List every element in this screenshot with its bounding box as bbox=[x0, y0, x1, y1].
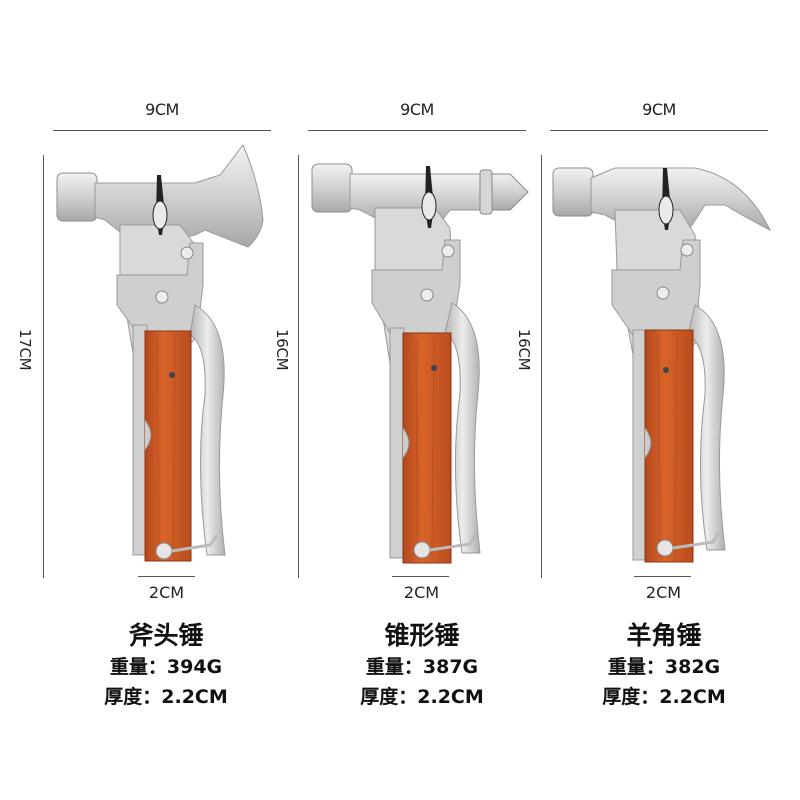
thickness-label: 厚度： bbox=[360, 686, 418, 708]
handle-width-label: 2CM bbox=[403, 583, 440, 602]
height-dimension-label: 16CM bbox=[273, 329, 291, 371]
thickness-spec: 厚度：2.2CM bbox=[558, 682, 770, 712]
width-dimension-line bbox=[308, 130, 526, 131]
width-dimension-line bbox=[550, 130, 768, 131]
weight-spec: 重量：382G bbox=[558, 652, 770, 682]
handle-width-label: 2CM bbox=[148, 583, 185, 602]
height-dimension-line bbox=[43, 155, 44, 578]
width-dimension-label: 9CM bbox=[400, 100, 434, 119]
thickness-label: 厚度： bbox=[104, 686, 162, 708]
handle-width-dimension-line bbox=[138, 576, 195, 577]
width-dimension-label: 9CM bbox=[145, 100, 179, 119]
product-name: 锥形锤 bbox=[384, 621, 460, 650]
weight-value: 382G bbox=[664, 656, 721, 678]
product-caption: 锥形锤 重量：387G 厚度：2.2CM bbox=[316, 620, 528, 712]
handle-width-label: 2CM bbox=[645, 583, 682, 602]
height-dimension-label: 16CM bbox=[515, 329, 533, 371]
thickness-spec: 厚度：2.2CM bbox=[316, 682, 528, 712]
product-caption: 斧头锤 重量：394G 厚度：2.2CM bbox=[60, 620, 272, 712]
weight-value: 394G bbox=[166, 656, 223, 678]
product-name: 羊角锤 bbox=[626, 621, 702, 650]
weight-spec: 重量：394G bbox=[60, 652, 272, 682]
thickness-spec: 厚度：2.2CM bbox=[60, 682, 272, 712]
weight-label: 重量： bbox=[365, 656, 423, 678]
weight-label: 重量： bbox=[109, 656, 167, 678]
thickness-value: 2.2CM bbox=[659, 686, 726, 708]
thickness-value: 2.2CM bbox=[417, 686, 484, 708]
handle-width-dimension-line bbox=[392, 576, 449, 577]
height-dimension-line bbox=[541, 155, 542, 578]
product-name: 斧头锤 bbox=[128, 621, 204, 650]
weight-spec: 重量：387G bbox=[316, 652, 528, 682]
height-dimension-line bbox=[298, 155, 299, 578]
height-dimension-label: 17CM bbox=[16, 329, 34, 371]
thickness-label: 厚度： bbox=[602, 686, 660, 708]
cone-hammer-image bbox=[311, 163, 529, 564]
axe-hammer-image bbox=[56, 144, 264, 562]
weight-label: 重量： bbox=[607, 656, 665, 678]
weight-value: 387G bbox=[422, 656, 479, 678]
claw-hammer-image bbox=[552, 167, 772, 563]
width-dimension-label: 9CM bbox=[642, 100, 676, 119]
product-caption: 羊角锤 重量：382G 厚度：2.2CM bbox=[558, 620, 770, 712]
width-dimension-line bbox=[53, 130, 271, 131]
thickness-value: 2.2CM bbox=[161, 686, 228, 708]
handle-width-dimension-line bbox=[634, 576, 691, 577]
